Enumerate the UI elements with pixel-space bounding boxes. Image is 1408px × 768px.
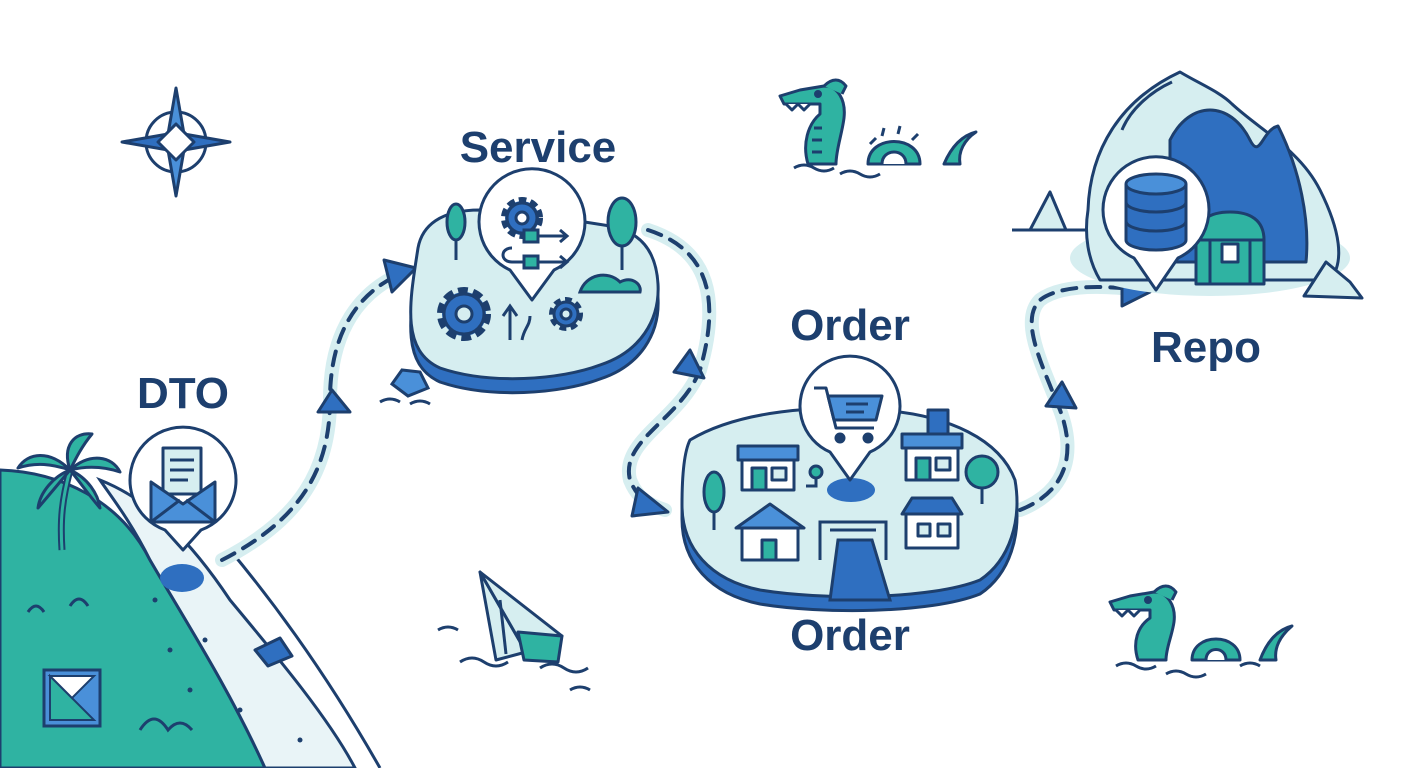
flow-chart-icon xyxy=(501,228,570,270)
route-dto-to-service xyxy=(215,265,412,567)
sea-serpent-icon xyxy=(1108,584,1294,679)
repo-island: Repo xyxy=(1012,70,1364,372)
dto-pin xyxy=(128,425,238,552)
house-icon xyxy=(900,496,964,550)
service-pin xyxy=(477,167,587,302)
sea-serpent-icon xyxy=(778,78,978,179)
house-icon xyxy=(734,502,806,562)
service-island: Service xyxy=(379,123,660,406)
gear-icon xyxy=(549,297,583,331)
palm-tree-icon xyxy=(16,432,122,551)
dto-label: DTO xyxy=(137,369,229,418)
envelope-document-icon xyxy=(149,446,217,524)
gear-icon xyxy=(501,197,543,239)
shipwreck-icon xyxy=(437,570,591,692)
order-label-bottom: Order xyxy=(790,611,910,660)
service-label: Service xyxy=(460,123,617,172)
order-pin xyxy=(798,354,902,482)
repo-pin xyxy=(1101,155,1211,292)
route-order-to-repo xyxy=(1013,280,1147,517)
order-island: Order Order xyxy=(680,301,1019,660)
shop-icon xyxy=(900,408,964,482)
shopping-cart-icon xyxy=(814,386,884,444)
gear-icon xyxy=(437,287,491,341)
repo-label: Repo xyxy=(1151,323,1261,372)
dto-island: DTO xyxy=(0,369,382,768)
shop-icon xyxy=(736,444,800,492)
square-marker-icon xyxy=(42,668,102,728)
database-icon xyxy=(1124,172,1188,252)
compass-rose-icon xyxy=(120,86,232,198)
treasure-chest-icon xyxy=(1194,210,1266,286)
rock-icon xyxy=(379,368,431,406)
order-label-top: Order xyxy=(790,301,910,350)
